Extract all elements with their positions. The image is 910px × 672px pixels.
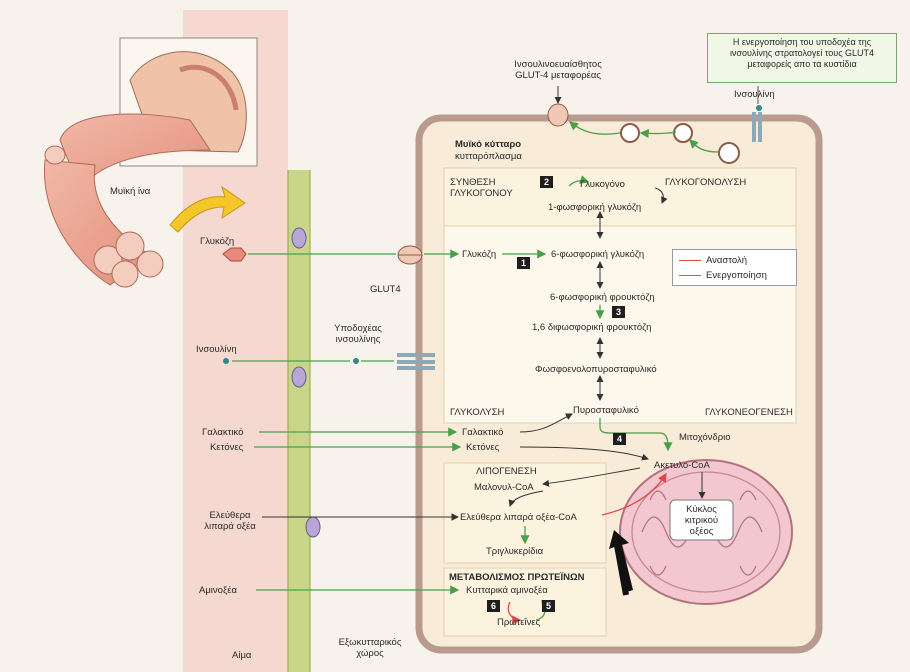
pep-label: Φωσφοενολοπυροσταφυλικό [535,364,657,375]
insulin-dot-icon [223,358,229,364]
proteins-label: Πρωτεΐνες [497,617,541,628]
ketones-cell-label: Κετόνες [466,442,500,453]
glycogen-label: Γλυκογόνο [580,179,625,190]
tca-box [669,499,734,541]
muscle-fiber-bundle [43,113,211,288]
endothelial-nucleus [291,227,307,249]
insulin-dot-icon [353,358,359,364]
g1p-label: 1-φωσφορική γλυκόζη [548,202,642,213]
step-1-badge: 1 [517,257,530,269]
acetyl-coa-label: Ακετυλο-CoA [654,460,710,471]
glucose-blood-label: Γλυκόζη [200,236,235,247]
amino-blood-label: Αμινοξέα [199,585,237,596]
malonyl-coa-label: Μαλονυλ-CoA [474,482,534,493]
glycogenolysis-label: ΓΛΥΚΟΓΟΝΟΛΥΣΗ [665,177,747,188]
step-3-badge: 3 [612,306,625,318]
glucose-hexagon-icon [222,247,247,262]
protein-metabolism-label: ΜΕΤΑΒΟΛΙΣΜΟΣ ΠΡΩΤΕΪΝΩΝ [449,572,585,583]
extracellular-label: Εξωκυτταρικός χώρος [338,637,402,659]
legend: Αναστολή Ενεργοποίηση [672,249,797,286]
insulin-receptor-label: Υποδοχέας ινσουλίνης [334,323,382,345]
insulin-receptor-top-icon [752,112,762,142]
lactate-cell-label: Γαλακτικό [462,427,504,438]
muscle-fiber-label: Μυϊκή ίνα [110,186,151,197]
cytoplasm-label: κυτταρόπλασμα [455,151,522,162]
glut4-membrane-transporter-icon [547,103,569,127]
lipogenesis-label: ΛΙΠΟΓΕΝΕΣΗ [476,466,537,477]
activation-swatch-icon [679,274,701,276]
step-5-badge: 5 [542,600,555,612]
glut4-sensitive-label: Ινσουλινοευαίσθητος GLUT-4 μεταφορέας [514,59,602,81]
insulin-callout: Η ενεργοποίηση του υποδοχέα της ινσουλίν… [707,33,897,83]
ffa-blood-label: Ελεύθερα λιπαρά οξέα [204,510,256,532]
triglycerides-label: Τριγλυκερίδια [486,546,544,557]
mitochondrion-label: Μιτοχόνδριο [679,432,731,443]
inhibition-swatch-icon [679,259,701,261]
ffa-cell-label: Ελεύθερα λιπαρά οξέα-CoA [460,512,577,523]
legend-activation: Ενεργοποίηση [679,270,767,281]
lipogenesis-box [443,462,607,564]
tca-label: Κύκλος κιτρικού οξέος [684,504,719,537]
yellow-arrow [169,185,246,233]
vesicle-icon [673,123,693,143]
endothelial-nucleus [305,516,321,538]
glycogen-synthesis-label: ΣΥΝΘΕΣΗ ΓΛΥΚΟΓΟΝΟΥ [450,177,513,199]
g6p-label: 6-φωσφορική γλυκόζη [551,249,645,260]
legend-inhibition-label: Αναστολή [706,255,748,266]
muscle-cell-label: Μυϊκό κύτταρο [455,139,522,150]
amino-cell-label: Κυτταρικά αμινοξέα [466,585,548,596]
glut4-label: GLUT4 [370,284,401,295]
endothelial-nucleus [291,366,307,388]
vessel-wall [288,170,310,672]
f6p-label: 6-φωσφορική φρουκτόζη [550,292,655,303]
protein-box [443,567,607,637]
step-2-badge: 2 [540,176,553,188]
legend-inhibition: Αναστολή [679,255,747,266]
insulin-dot-icon [756,105,762,111]
glycolysis-label: ΓΛΥΚΟΛΥΣΗ [450,407,505,418]
lactate-blood-label: Γαλακτικό [202,427,244,438]
ketones-blood-label: Κετόνες [210,442,244,453]
gluconeogenesis-label: ΓΛΥΚΟΝΕΟΓΕΝΕΣΗ [705,407,793,418]
pyruvate-label: Πυροσταφυλικό [573,405,639,416]
vesicle-icon [718,142,740,164]
insulin-blood-label: Ινσουλίνη [196,344,237,355]
f16bp-label: 1,6 διφωσφορική φρουκτόζη [532,322,652,333]
step-6-badge: 6 [487,600,500,612]
blood-label: Αίμα [232,650,252,661]
glucose-cell-label: Γλυκόζη [462,249,497,260]
insulin-receptor-icon [397,353,435,370]
insulin-top-label: Ινσουλίνη [734,89,775,100]
legend-activation-label: Ενεργοποίηση [706,270,767,281]
vesicle-icon [620,123,640,143]
step-4-badge: 4 [613,433,626,445]
